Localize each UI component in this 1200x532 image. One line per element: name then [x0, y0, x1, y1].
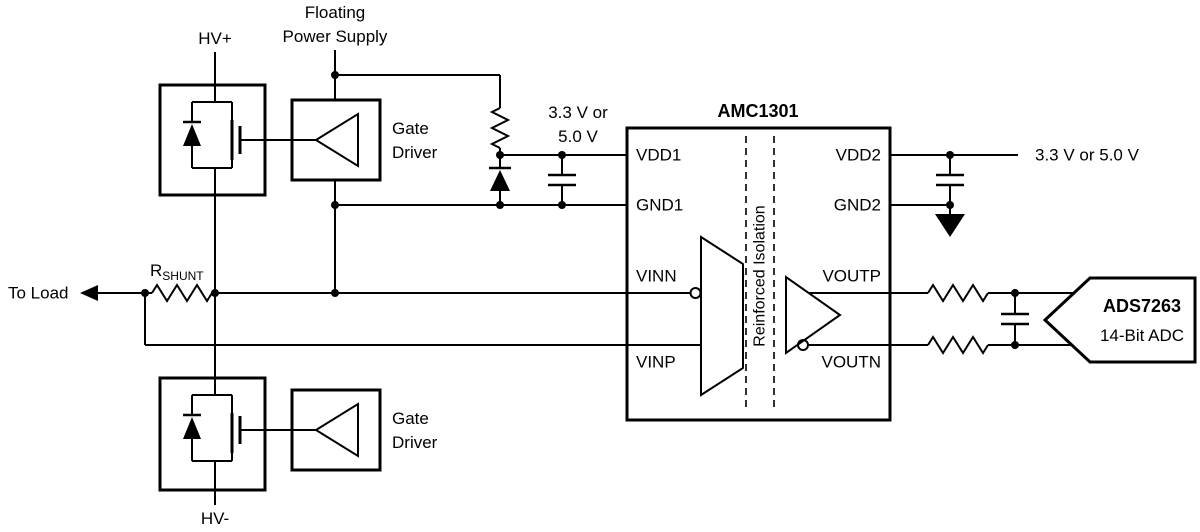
freewheel-diode-top	[183, 124, 201, 146]
zener-triangle	[490, 170, 510, 191]
filter-capacitor	[1001, 293, 1029, 345]
igbt-module-bottom-outline	[158, 376, 267, 492]
vdd1-bypass-capacitor	[548, 155, 576, 205]
pin-vinp: VINP	[636, 353, 676, 372]
shunt-label-name: R	[150, 261, 162, 280]
ground-symbol	[935, 214, 965, 237]
gate-driver-bottom	[290, 388, 382, 472]
output-amplifier	[785, 275, 842, 355]
zener-diode	[489, 166, 511, 191]
pin-voutp: VOUTP	[822, 267, 881, 286]
hv-plus-label: HV+	[198, 29, 232, 48]
shunt-label: RSHUNT	[150, 261, 204, 283]
igbt-module-bottom	[158, 376, 267, 492]
buffer-triangle-top	[314, 112, 359, 168]
hv-minus-label: HV-	[201, 509, 229, 528]
sigma-delta-modulator	[700, 235, 744, 397]
isolation-barrier	[745, 136, 775, 412]
filter-resistor-voutn	[927, 335, 989, 355]
vdd2-bypass-capacitor	[936, 173, 964, 187]
adc-title: ADS7263	[1103, 296, 1181, 316]
gate-driver-top-label-line1: Gate	[392, 119, 429, 138]
floating-supply-label-line2: Power Supply	[283, 27, 388, 46]
gate-driver-top-label-line2: Driver	[392, 143, 438, 162]
adc-block-outline	[1042, 276, 1197, 364]
shunt-label-subscript: SHUNT	[162, 269, 204, 283]
buffer-triangle-bottom	[314, 402, 359, 458]
pin-gnd1: GND1	[636, 196, 683, 215]
amc1301-title: AMC1301	[717, 101, 798, 121]
left-supply-label-line1: 3.3 V or	[548, 103, 608, 122]
igbt-symbol-top	[230, 120, 242, 160]
junction-dots	[141, 71, 1019, 349]
gate-driver-bottom-label-line2: Driver	[392, 433, 438, 452]
vdd2-gnd2-wiring	[890, 154, 1018, 237]
floating-supply-wiring	[334, 50, 500, 293]
left-supply-label-line2: 5.0 V	[558, 127, 598, 146]
to-load-label: To Load	[8, 284, 69, 303]
pin-vinn: VINN	[636, 267, 677, 286]
amc1301-outline	[625, 126, 892, 422]
amc1301-block	[625, 126, 892, 422]
igbt-symbol-bottom	[230, 413, 242, 453]
freewheel-diode-bottom	[183, 417, 201, 439]
sense-input-wires	[144, 292, 701, 346]
pin-vdd1: VDD1	[636, 146, 681, 165]
pin-gnd2: GND2	[834, 196, 881, 215]
floating-supply-label-line1: Floating	[305, 3, 365, 22]
adc-subtitle: 14-Bit ADC	[1100, 326, 1184, 345]
pin-vdd2: VDD2	[836, 146, 881, 165]
filter-resistor-voutp	[927, 283, 989, 303]
output-wires	[808, 292, 1073, 346]
shunt-resistor	[151, 283, 213, 303]
gate-driver-bottom-label-line1: Gate	[392, 409, 429, 428]
right-supply-label: 3.3 V or 5.0 V	[1035, 146, 1140, 165]
vinn-input-bubble	[689, 287, 702, 299]
gate-driver-bottom-outline	[290, 388, 382, 472]
isolation-label: Reinforced Isolation	[752, 205, 769, 346]
pin-voutn: VOUTN	[822, 353, 882, 372]
